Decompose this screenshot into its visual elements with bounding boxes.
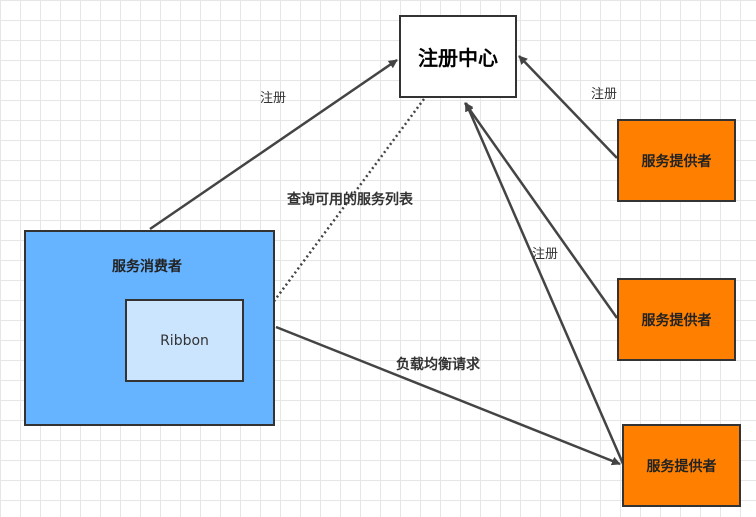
registry-center-label: 注册中心	[418, 46, 498, 70]
ribbon-label: Ribbon	[160, 332, 209, 349]
edge-provider1-to-registry	[518, 55, 618, 159]
edge-label-register-provider-1: 注册	[591, 87, 618, 102]
edge-label-query-service-list: 查询可用的服务列表	[287, 192, 413, 208]
service-provider-label-1: 服务提供者	[641, 153, 712, 170]
service-provider-label-3: 服务提供者	[646, 458, 717, 475]
service-provider-label-2: 服务提供者	[641, 312, 712, 329]
edge-label-register-provider: 注册	[532, 247, 559, 262]
service-consumer-label: 服务消费者	[112, 259, 182, 275]
service-provider-node-2: 服务提供者	[617, 278, 736, 361]
edge-provider2-to-registry	[463, 102, 619, 319]
ribbon-node: Ribbon	[125, 299, 244, 382]
edge-label-load-balance-request: 负载均衡请求	[396, 357, 480, 373]
edge-consumer-to-provider3-loadbalance	[275, 325, 621, 466]
service-provider-node-1: 服务提供者	[617, 119, 736, 202]
edge-label-register-consumer: 注册	[260, 91, 287, 106]
edge-provider3-to-registry	[464, 102, 626, 467]
edge-consumer-to-registry	[149, 58, 398, 231]
registry-center-node: 注册中心	[399, 15, 517, 98]
service-provider-node-3: 服务提供者	[622, 424, 741, 507]
